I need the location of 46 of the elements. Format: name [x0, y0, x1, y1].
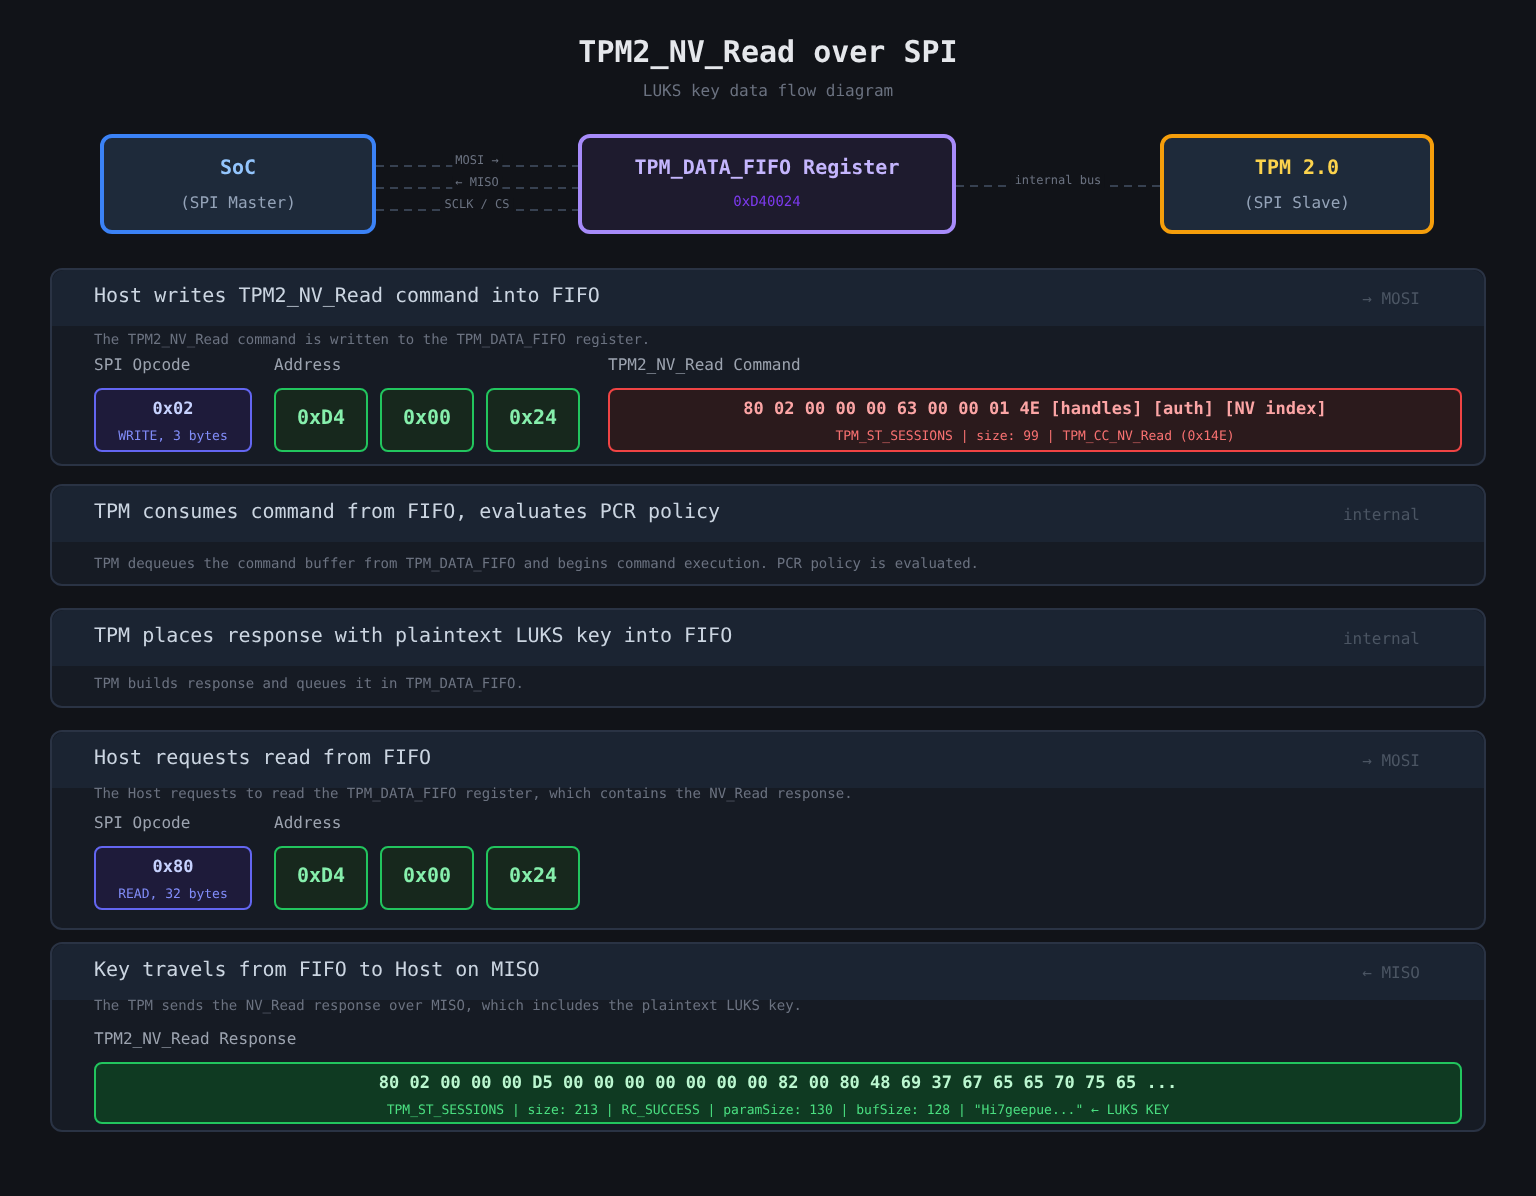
- component-box: [100, 134, 376, 234]
- step-heading: Host requests read from FIFO: [94, 748, 432, 770]
- byte-value: 0x24: [506, 866, 560, 888]
- step-heading: TPM places response with plaintext LUKS key into FIFO: [94, 626, 733, 648]
- field-label: SPI Opcode: [94, 814, 191, 832]
- component-name: SoC: [217, 158, 259, 180]
- step-heading: Host writes TPM2_NV_Read command into FIFO: [94, 286, 600, 308]
- component-box: [1160, 134, 1434, 234]
- diagram-subtitle: LUKS key data flow diagram: [640, 82, 896, 100]
- component-name: TPM_DATA_FIFO Register: [632, 158, 902, 180]
- step-heading: TPM consumes command from FIFO, evaluates PCR policy: [94, 502, 721, 524]
- component-role: (SPI Master): [178, 194, 298, 212]
- step-panel: [50, 942, 1486, 1132]
- address-byte-box: [486, 846, 580, 910]
- step-heading: Key travels from FIFO to Host on MISO: [94, 960, 540, 982]
- opcode-box: [94, 846, 252, 910]
- byte-value: 0x00: [400, 866, 454, 888]
- byte-value: 0x80: [150, 858, 196, 878]
- byte-value: 80 02 00 00 00 63 00 00 01 4E [handles] [auth] [NV index]: [741, 400, 1329, 420]
- diagram-title: TPM2_NV_Read over SPI: [576, 34, 960, 70]
- step-panel: [50, 730, 1486, 930]
- address-byte-box: [274, 388, 368, 452]
- address-byte-box: [486, 388, 580, 452]
- field-label: SPI Opcode: [94, 356, 191, 374]
- step-panel: [50, 268, 1486, 466]
- field-label: TPM2_NV_Read Command: [608, 356, 801, 374]
- field-label: Address: [274, 814, 342, 832]
- byte-value: 0x24: [506, 408, 560, 430]
- opcode-box: [94, 388, 252, 452]
- byte-value: 0xD4: [294, 408, 348, 430]
- response-bytes-box: [94, 1062, 1462, 1124]
- component-role: (SPI Slave): [1242, 194, 1352, 212]
- component-box: [578, 134, 956, 234]
- address-byte-box: [274, 846, 368, 910]
- field-label: TPM2_NV_Read Response: [94, 1030, 297, 1048]
- address-byte-box: [380, 846, 474, 910]
- byte-value: 0x00: [400, 408, 454, 430]
- component-name: TPM 2.0: [1252, 158, 1342, 180]
- field-label: Address: [274, 356, 342, 374]
- byte-value: 0xD4: [294, 866, 348, 888]
- byte-value: 80 02 00 00 00 D5 00 00 00 00 00 00 00 82 00 80 48 69 37 67 65 65 70 75 65 ...: [376, 1074, 1180, 1094]
- step-panel: [50, 608, 1486, 708]
- step-panel: [50, 484, 1486, 586]
- address-byte-box: [380, 388, 474, 452]
- byte-value: 0x02: [150, 400, 196, 420]
- command-bytes-box: [608, 388, 1462, 452]
